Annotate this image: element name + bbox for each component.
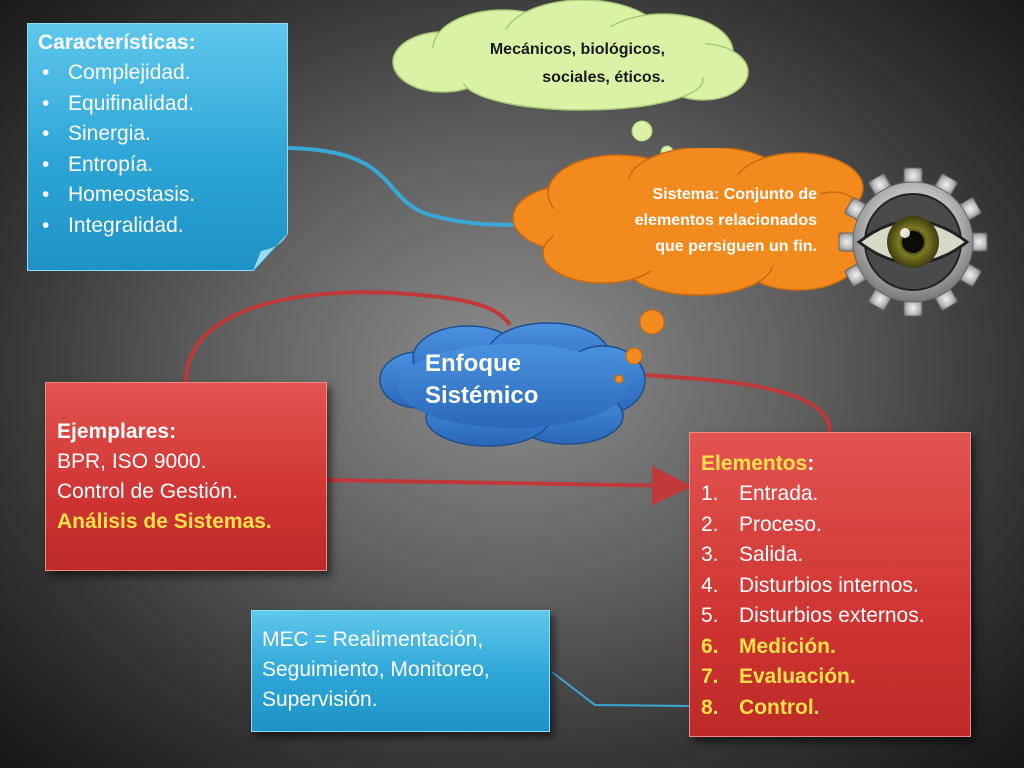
cloud-tipos-line1: Mecánicos, biológicos, [489, 41, 665, 58]
mec-box[interactable]: MEC = Realimentación, Seguimiento, Monit… [251, 610, 550, 732]
elementos-heading: Elementos: [701, 449, 960, 479]
item-number: 7. [701, 665, 719, 688]
eye-gear-icon [838, 167, 988, 317]
caracteristicas-list: Complejidad. Equifinalidad. Sinergia. En… [38, 58, 277, 241]
list-item: 7. Evaluación. [701, 662, 960, 693]
ejemplares-line2: Control de Gestión. [57, 480, 238, 503]
item-label: Control. [739, 695, 820, 719]
list-item: 1. Entrada. [701, 479, 960, 510]
cloud-central[interactable]: Enfoque Sistémico [378, 318, 648, 448]
ejemplares-box[interactable]: Ejemplares: BPR, ISO 9000. Control de Ge… [45, 382, 327, 571]
cloud-central-shape [379, 322, 646, 447]
item-number: 1. [701, 482, 719, 505]
elementos-list: 1. Entrada. 2. Proceso. 3. Salida. 4. Distur… [701, 479, 960, 723]
list-item: 3. Salida. [701, 540, 960, 571]
item-number: 5. [701, 604, 719, 627]
ejemplares-line3: Análisis de Sistemas. [57, 510, 272, 533]
list-item: Homeostasis. [38, 180, 277, 211]
cloud-sistema-line3: que persiguen un fin. [655, 238, 817, 255]
elementos-box[interactable]: Elementos: 1. Entrada. 2. Proceso. 3. Salid… [689, 432, 971, 737]
item-number: 6. [701, 634, 719, 658]
caracteristicas-box[interactable]: Características: Complejidad. Equifinali… [27, 23, 288, 271]
list-item: 8. Control. [701, 693, 960, 724]
mec-line3: Supervisión. [262, 688, 378, 711]
cloud-tipos[interactable]: Mecánicos, biológicos, sociales, éticos. [383, 0, 755, 118]
item-label: Salida. [739, 543, 804, 566]
list-item: Entropía. [38, 150, 277, 181]
ejemplares-heading: Ejemplares: [57, 420, 177, 443]
item-label: Disturbios internos. [739, 573, 919, 597]
page-curl [253, 233, 288, 271]
arrow-ejemplares-elementos [326, 465, 692, 506]
item-label: Disturbios externos. [739, 604, 925, 627]
item-label: Entrada. [739, 482, 819, 505]
cloud-tipos-shape [392, 0, 749, 111]
thought-bubbles-orange [614, 309, 665, 384]
cloud-sistema[interactable]: Sistema: Conjunto de elementos relaciona… [508, 148, 870, 298]
item-number: 8. [701, 695, 719, 719]
connector-central-elementos [639, 373, 832, 433]
mec-line2: Seguimiento, Monitoreo, [262, 658, 490, 681]
cloud-sistema-line1: Sistema: Conjunto de [652, 186, 817, 203]
list-item: 4. Disturbios internos. [701, 571, 960, 602]
elementos-heading-text: Elementos [701, 452, 808, 475]
list-item: Sinergia. [38, 119, 277, 150]
list-item: Complejidad. [38, 58, 277, 89]
list-item: 5. Disturbios externos. [701, 601, 960, 632]
item-label: Medición. [739, 634, 836, 658]
connector-ejemplares-central [184, 290, 512, 383]
central-line2: Sistémico [425, 382, 539, 409]
item-number: 2. [701, 512, 719, 536]
ejemplares-line1: BPR, ISO 9000. [57, 450, 207, 473]
cloud-tipos-line2: sociales, éticos. [542, 69, 665, 86]
list-item: 6. Medición. [701, 632, 960, 663]
item-number: 4. [701, 573, 719, 597]
item-label: Evaluación. [739, 665, 856, 688]
list-item: Integralidad. [38, 211, 277, 242]
item-number: 3. [701, 543, 719, 566]
central-line1: Enfoque [425, 350, 521, 377]
connector-mec-elementos [551, 671, 691, 707]
mec-line1: MEC = Realimentación, [262, 628, 484, 651]
cloud-sistema-shape [512, 148, 869, 296]
cloud-sistema-line2: elementos relacionados [634, 212, 817, 229]
item-label: Proceso. [739, 512, 822, 536]
elementos-heading-colon: : [807, 452, 815, 475]
connector-caracteristicas-sistema [287, 146, 541, 228]
list-item: 2. Proceso. [701, 510, 960, 541]
list-item: Equifinalidad. [38, 89, 277, 120]
caracteristicas-heading: Características: [38, 31, 196, 54]
